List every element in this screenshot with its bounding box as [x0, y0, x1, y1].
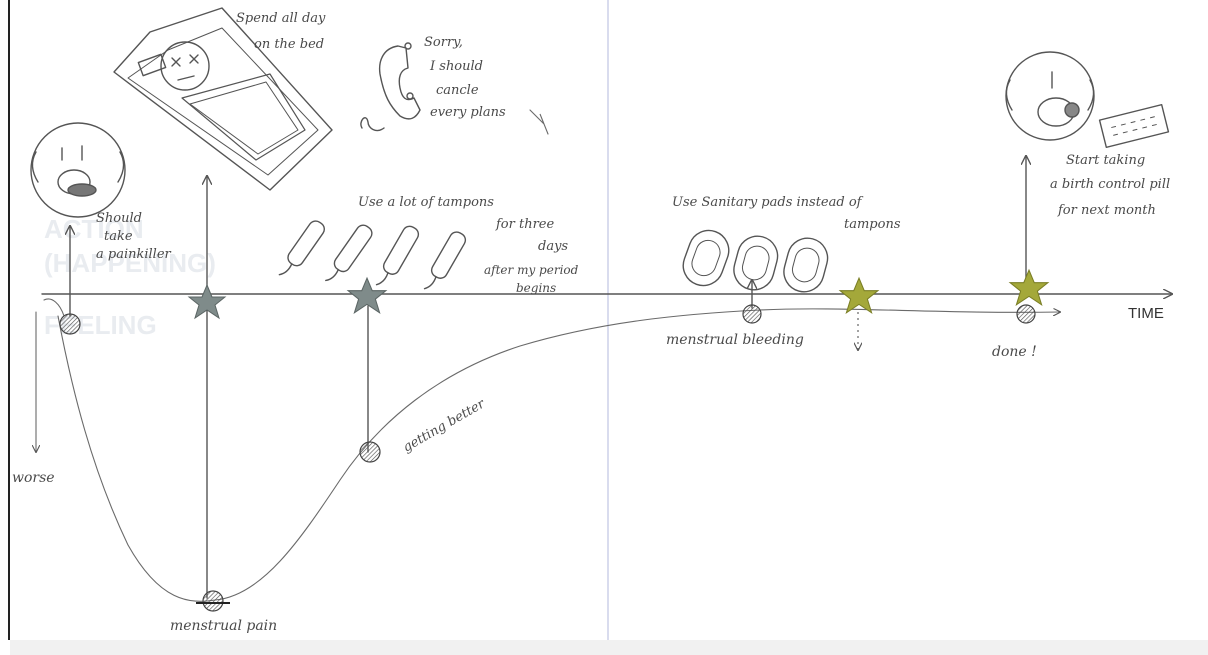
- pill-line1: Start taking: [1066, 153, 1145, 168]
- tampons-line2: for three: [495, 217, 554, 232]
- hatched-dot-icon: [203, 591, 223, 611]
- tampon-icon: [373, 224, 421, 291]
- pill-line3: for next month: [1057, 203, 1156, 218]
- phone-line2: I should: [429, 59, 483, 74]
- tampons-line4: after my period: [484, 263, 579, 277]
- phone-icon: [361, 43, 420, 130]
- menstrual-pain-label: menstrual pain: [170, 618, 277, 634]
- hatched-dot-icon: [743, 305, 761, 323]
- done-label: done !: [992, 344, 1037, 360]
- tampon-icon: [276, 218, 327, 281]
- tampons-line5: begins: [516, 281, 556, 295]
- tampons-line1: Use a lot of tampons: [358, 195, 494, 210]
- painkiller-line1: Should: [96, 211, 142, 226]
- sanitary-pad-icon: [729, 232, 782, 295]
- tampon-icon: [421, 229, 468, 294]
- pads-line1: Use Sanitary pads instead of: [672, 195, 864, 210]
- time-axis-label: TIME: [1128, 305, 1164, 322]
- bed-icon: [114, 8, 332, 190]
- sanitary-pad-icon: [779, 234, 832, 297]
- pads-line2: tampons: [844, 217, 901, 232]
- painkiller-line3: a painkiller: [96, 247, 172, 262]
- dead-face-icon: [161, 42, 209, 90]
- phone-line4: every plans: [430, 105, 506, 120]
- face-pill-right-icon: [1006, 52, 1094, 140]
- tampons-line3: days: [538, 239, 568, 254]
- pill-line2: a birth control pill: [1050, 177, 1170, 192]
- pill-pack-icon: [1100, 105, 1169, 148]
- painkiller-line2: take: [104, 229, 133, 244]
- face-pill-icon: [31, 123, 125, 217]
- phone-line1: Sorry,: [424, 35, 463, 50]
- phone-line3: cancle: [436, 83, 479, 98]
- hatched-dot-icon: [360, 442, 380, 462]
- menstrual-bleeding-label: menstrual bleeding: [666, 332, 804, 348]
- bed-line2: on the bed: [254, 37, 324, 52]
- getting-better-label: getting better: [401, 396, 489, 455]
- sanitary-pad-icons: [678, 225, 832, 296]
- footer-band: [10, 640, 1208, 655]
- scribble-mark: [530, 110, 548, 134]
- bed-line1: Spend all day: [236, 11, 326, 26]
- star-icon: [1010, 270, 1048, 305]
- feeling-curve: [58, 309, 1060, 601]
- sanitary-pad-icon: [678, 225, 735, 291]
- worse-label: worse: [12, 470, 55, 486]
- hatched-dot-icon: [60, 314, 80, 334]
- hatched-dot-icon: [1017, 305, 1035, 323]
- hatched-dots: [60, 305, 1035, 611]
- tampon-icons: [276, 218, 468, 294]
- star-icon: [840, 278, 878, 313]
